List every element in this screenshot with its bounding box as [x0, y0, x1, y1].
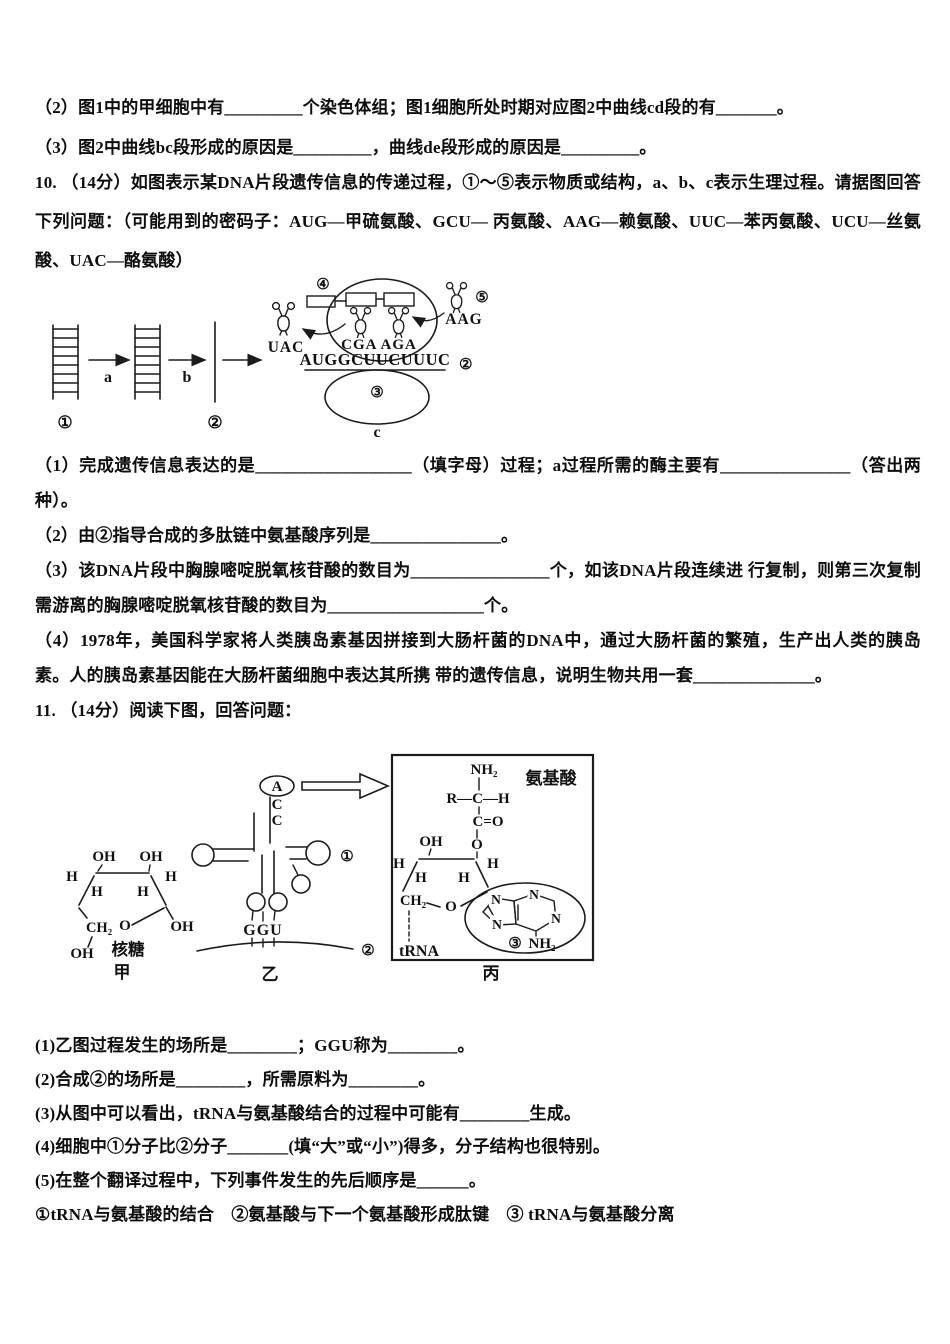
question11-stem: 11. （14分）阅读下图，回答问题： — [35, 701, 302, 720]
dna1-label: ① — [57, 413, 72, 432]
trna-tag: 乙 — [262, 965, 279, 984]
process-a-arrow: a — [88, 353, 131, 386]
question9-part3: （3）图2中曲线bc段形成的原因是_________，曲线de段形成的原因是__… — [35, 138, 657, 157]
adenine-n2: N — [492, 917, 502, 932]
ribose-caption: 核糖 — [112, 939, 146, 959]
question11-part4: (4)细胞中①分子比②分子_______(填“大”或“小”)得多，分子结构也很特… — [35, 1137, 611, 1156]
ester-o: O — [471, 837, 483, 853]
process-a-label: a — [104, 369, 112, 386]
question10-part3: （3）该DNA片段中胸腺嘧啶脱氧核苷酸的数目为________________个… — [35, 561, 921, 615]
ribose-structure: OH OH H H H H CH₂ O OH OH 核糖 甲 — [66, 849, 194, 982]
incoming-trna-label: ⑤ — [475, 290, 488, 306]
trna-in-ribosome-2 — [387, 306, 410, 339]
box-ribose-h-inner-left: H — [415, 870, 427, 886]
amino-box-tag: 丙 — [483, 964, 500, 983]
question10-part1: （1）完成遗传信息表达的是__________________（填字母）过程；a… — [35, 456, 921, 510]
box-ribose-h-left: H — [393, 856, 405, 872]
question11-part3: (3)从图中可以看出，tRNA与氨基酸结合的过程中可能有________生成。 — [35, 1104, 582, 1123]
process-b-label: b — [183, 369, 192, 386]
amino-acid-box: 氨基酸 NH₂ R—C—H C=O O OH H H H H CH₂ O tRN… — [390, 753, 595, 983]
anticodons-label: CGA AGA — [341, 337, 417, 353]
amino-acid-title: 氨基酸 — [526, 768, 578, 788]
mrna-sequence: AUGGCUUCUUUC — [300, 350, 451, 369]
question10-stem: 10. （14分）如图表示某DNA片段遗传信息的传递过程，①～⑤表示物质或结构，… — [35, 173, 921, 270]
trna-exit-arrow — [301, 323, 346, 340]
adenine-base-label: ③ — [508, 936, 521, 952]
strand-label: ② — [207, 413, 222, 432]
amino-nh2: NH₂ — [471, 762, 499, 778]
amino-carboxyl: C=O — [472, 814, 503, 830]
adenine-n4: N — [551, 911, 561, 926]
box-ribose-ch2: CH₂ — [400, 893, 426, 909]
dna-molecule-2 — [134, 324, 161, 400]
amino-backbone: R—C—H — [446, 791, 510, 807]
leaving-trna: UAC — [268, 301, 305, 356]
trna-entry-arrow — [411, 312, 445, 328]
ribose-h-inner-left: H — [91, 884, 103, 900]
mrna-strand: ② — [207, 321, 223, 432]
ribosome-small-subunit — [326, 278, 438, 362]
ribose-h-right: H — [165, 869, 177, 885]
question11-part1: (1)乙图过程发生的场所是________；GGU称为________。 — [35, 1036, 475, 1055]
mrna-curve-label: ② — [361, 943, 374, 959]
acceptor-base-c1: C — [272, 797, 283, 813]
block-arrow — [301, 772, 391, 800]
acceptor-base-a: A — [272, 779, 283, 795]
adenine-circle — [464, 882, 586, 954]
adenine-structure: N N N N ③ NH₂ — [482, 885, 564, 952]
question11-part5: (5)在整个翻译过程中，下列事件发生的先后顺序是______。 — [35, 1171, 487, 1190]
incoming-trna-anticodon: AAG — [445, 311, 482, 328]
ribose-oh-tr: OH — [139, 849, 163, 865]
ribose-tag: 甲 — [114, 963, 131, 982]
ribose-ring-o: O — [119, 918, 131, 934]
dna-molecule-1: ① — [52, 324, 79, 432]
anticodon-ggu: GGU — [243, 922, 282, 939]
trna-arm-label: ① — [340, 849, 353, 865]
box-ribose-h-inner-right: H — [458, 870, 470, 886]
process-c-label: c — [373, 424, 380, 441]
adenine-n1: N — [491, 892, 501, 907]
mrna-label: ② — [459, 357, 472, 373]
ribose-h-left: H — [66, 869, 78, 885]
box-trna-text: tRNA — [399, 943, 439, 960]
peptide-label: ④ — [316, 277, 329, 293]
box-ribose-ring-o: O — [445, 899, 457, 915]
polypeptide-chain: ④ — [306, 277, 415, 308]
ribose-h-inner-right: H — [137, 884, 149, 900]
question10-part2: （2）由②指导合成的多肽链中氨基酸序列是_______________。 — [35, 526, 519, 545]
box-ribose-h-right: H — [487, 856, 499, 872]
trna-amino-acid-diagram: OH OH H H H H CH₂ O OH OH 核糖 甲 A C — [66, 753, 595, 984]
trna-cloverleaf: A C C ① GGU ② 乙 — [191, 772, 391, 984]
question9-part2: （2）图1中的甲细胞中有_________个染色体组；图1细胞所处时期对应图2中… — [35, 98, 794, 117]
process-b-arrow: b — [168, 353, 207, 386]
subunit-label: ③ — [370, 385, 383, 401]
ribose-oh-bottom: OH — [70, 946, 94, 962]
dna-expression-diagram: ① a b ② UAC ④ — [52, 277, 489, 441]
ribose-oh-tl: OH — [92, 849, 116, 865]
leaving-trna-anticodon: UAC — [268, 339, 305, 356]
incoming-trna: AAG ⑤ — [445, 281, 489, 328]
acceptor-base-c2: C — [272, 813, 283, 829]
question10-part4: （4）1978年，美国科学家将人类胰岛素基因拼接到大肠杆菌的DNA中，通过大肠杆… — [35, 631, 921, 685]
mrna-sequence-group: AUGGCUUCUUUC ② — [300, 350, 473, 373]
box-ribose-oh: OH — [419, 834, 443, 850]
question11-part5-options: ①tRNA与氨基酸的结合 ②氨基酸与下一个氨基酸形成肽键 ③ tRNA与氨基酸分… — [35, 1205, 675, 1224]
adenine-nh2: NH₂ — [529, 936, 557, 952]
ribose-ch2: CH₂ — [86, 920, 112, 936]
ribosome-large-subunit: ③ c — [324, 369, 430, 441]
ribose-oh-right: OH — [170, 919, 194, 935]
adenine-n3: N — [529, 887, 539, 902]
question11-part2: (2)合成②的场所是________，所需原料为________。 — [35, 1070, 436, 1089]
trna-in-ribosome-1 — [349, 306, 372, 339]
